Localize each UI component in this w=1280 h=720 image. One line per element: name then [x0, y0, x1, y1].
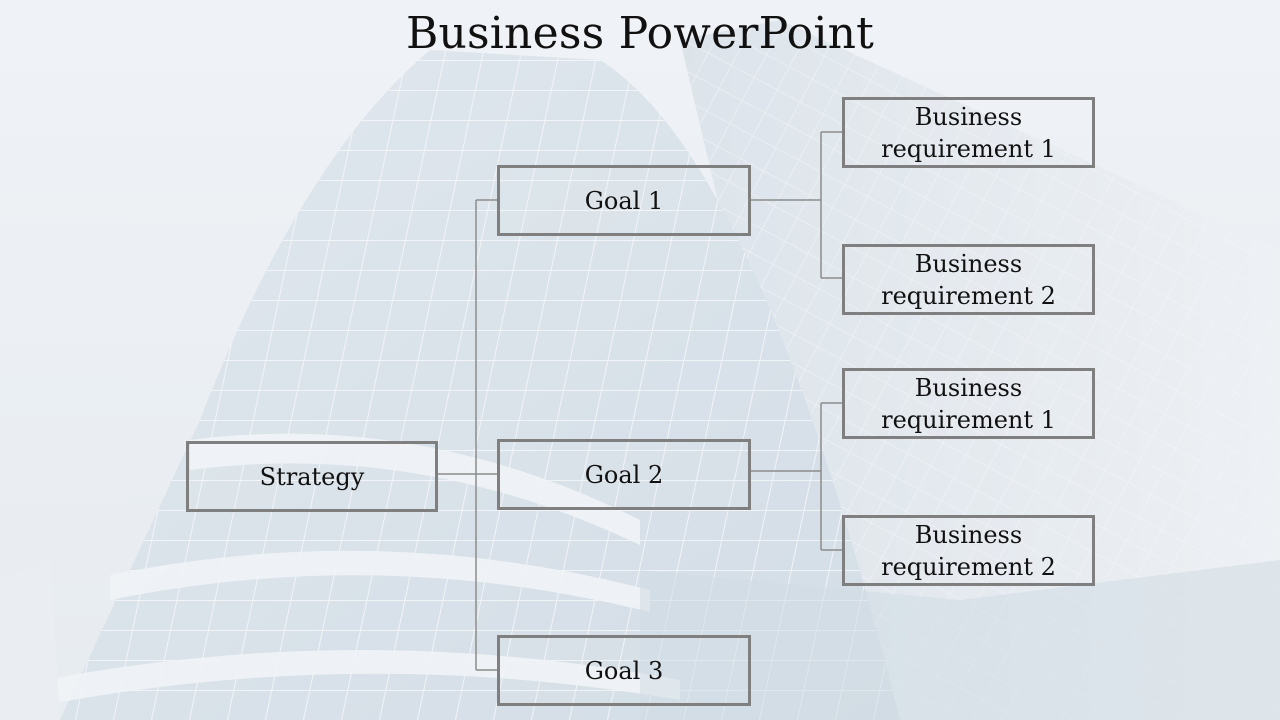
goal-box-3: Goal 3	[497, 635, 751, 706]
requirement-line1: Business	[914, 249, 1023, 278]
requirement-box-4: Business requirement 2	[842, 515, 1095, 586]
slide-title: Business PowerPoint	[405, 8, 875, 59]
requirement-line2: requirement 2	[881, 552, 1056, 581]
strategy-label: Strategy	[259, 462, 365, 491]
requirement-line1: Business	[914, 373, 1023, 402]
goal-label: Goal 2	[584, 460, 664, 489]
requirement-line2: requirement 1	[881, 134, 1056, 163]
goal-label: Goal 3	[584, 656, 664, 685]
goal-box-2: Goal 2	[497, 439, 751, 510]
goal-label: Goal 1	[584, 186, 664, 215]
requirement-line2: requirement 2	[881, 281, 1056, 310]
goal-box-1: Goal 1	[497, 165, 751, 236]
strategy-box: Strategy	[186, 441, 438, 512]
requirement-line2: requirement 1	[881, 405, 1056, 434]
requirement-box-3: Business requirement 1	[842, 368, 1095, 439]
requirement-line1: Business	[914, 102, 1023, 131]
requirement-box-1: Business requirement 1	[842, 97, 1095, 168]
requirement-line1: Business	[914, 520, 1023, 549]
requirement-box-2: Business requirement 2	[842, 244, 1095, 315]
